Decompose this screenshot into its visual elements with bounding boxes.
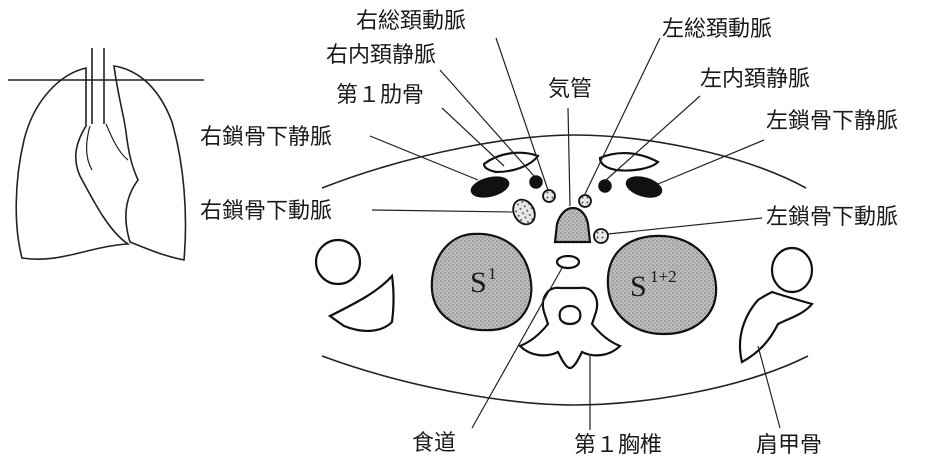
label-right-subclavian-vein: 右鎖骨下静脈 — [200, 125, 332, 150]
svg-text:1+2: 1+2 — [650, 267, 677, 286]
label-right-common-carotid: 右総頚動脈 — [356, 9, 466, 34]
right-common-carotid-artery — [542, 189, 556, 203]
left-common-carotid-artery — [578, 194, 592, 208]
label-right-internal-jugular: 右内頚静脈 — [326, 43, 436, 68]
leader-lines — [369, 37, 781, 430]
left-subclavian-vein — [625, 176, 663, 198]
vertebral-canal — [558, 304, 582, 326]
label-trachea: 気管 — [548, 77, 592, 102]
left-rib-ring — [770, 246, 814, 294]
svg-text:S: S — [630, 270, 647, 303]
cross-section: S 1 S 1+2 右総頚動脈 左総頚動脈 右内頚静脈 左内頚静脈 第１肋骨 気… — [200, 9, 898, 458]
label-left-subclavian-vein: 左鎖骨下静脈 — [766, 109, 898, 134]
thumbnail-left-lung — [113, 65, 187, 261]
segment-label-right: S 1 — [470, 264, 497, 299]
right-subclavian-artery — [512, 198, 536, 226]
thumbnail-right-lung — [15, 66, 131, 260]
right-rib-ring — [314, 238, 362, 286]
body-lower-contour — [321, 355, 809, 406]
label-first-thoracic-vertebra: 第１胸椎 — [574, 433, 662, 458]
right-subclavian-vein — [470, 176, 510, 198]
esophagus — [555, 254, 581, 270]
label-first-rib: 第１肋骨 — [336, 83, 424, 108]
label-esophagus: 食道 — [412, 431, 456, 456]
left-lung-segment-s1-2 — [606, 234, 718, 336]
right-clavicle — [482, 151, 540, 174]
label-scapula: 肩甲骨 — [756, 433, 822, 458]
left-clavicle — [598, 152, 660, 172]
label-left-internal-jugular: 左内頚静脈 — [700, 67, 810, 92]
right-internal-jugular-vein — [529, 175, 543, 189]
thumbnail-mediastinum — [85, 123, 129, 171]
body-upper-contour — [321, 134, 807, 189]
chest-outline-thumbnail — [8, 48, 204, 261]
svg-text:1: 1 — [488, 264, 497, 283]
label-left-common-carotid: 左総頚動脈 — [662, 17, 772, 42]
thumbnail-trachea — [91, 48, 105, 124]
right-lung-segment-s1 — [430, 232, 533, 332]
svg-text:S: S — [470, 266, 487, 299]
segment-label-left: S 1+2 — [630, 267, 677, 303]
left-scapula — [738, 290, 814, 364]
right-scapula — [327, 273, 395, 332]
label-right-subclavian-artery: 右鎖骨下動脈 — [200, 199, 332, 224]
left-internal-jugular-vein — [598, 179, 612, 193]
left-subclavian-artery — [593, 228, 609, 244]
first-thoracic-vertebra — [518, 286, 622, 370]
label-left-subclavian-artery: 左鎖骨下動脈 — [766, 205, 898, 230]
trachea — [553, 206, 592, 244]
